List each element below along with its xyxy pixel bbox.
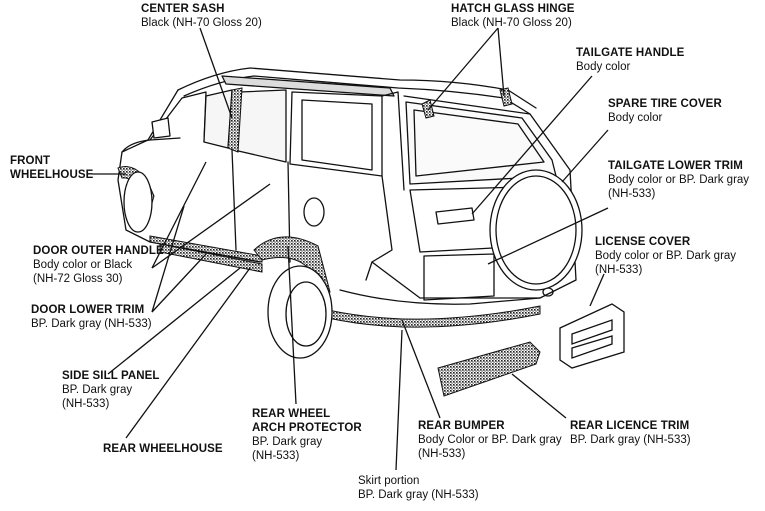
license-cover-desc-2: (NH-533)	[595, 264, 643, 276]
front-wheelhouse-title-1: FRONT	[10, 155, 51, 167]
hatch-glass-hinge-desc: Black (NH-70 Gloss 20)	[451, 17, 572, 29]
tailgate-lower-trim-desc-2: (NH-533)	[608, 188, 656, 200]
tailgate-lower-trim-desc-1: Body color or BP. Dark gray	[608, 174, 750, 186]
door-lower-trim-callout: DOOR LOWER TRIM BP. Dark gray (NH-533)	[31, 303, 152, 331]
tailgate-lower-trim-title: TAILGATE LOWER TRIM	[608, 160, 743, 172]
rear-wheel-arch-protector-callout: REAR WHEEL ARCH PROTECTOR BP. Dark gray …	[252, 407, 362, 463]
center-sash-callout: CENTER SASH Black (NH-70 Gloss 20)	[141, 2, 262, 30]
rear-bumper-skirt	[327, 305, 541, 328]
tailgate-handle-title: TAILGATE HANDLE	[576, 47, 685, 59]
hatch-glass-hinge-callout: HATCH GLASS HINGE Black (NH-70 Gloss 20)	[451, 2, 575, 30]
side-sill-panel-desc-2: (NH-533)	[62, 398, 110, 410]
tailgate-lower-trim-callout: TAILGATE LOWER TRIM Body color or BP. Da…	[608, 159, 749, 201]
side-sill-strip	[159, 243, 263, 273]
dark-trim-parts	[117, 87, 541, 397]
rear-bumper-title: REAR BUMPER	[418, 420, 505, 432]
door-lower-trim-title: DOOR LOWER TRIM	[31, 304, 145, 316]
door-lower-trim-strip	[149, 235, 263, 263]
tailgate-handle-desc: Body color	[576, 61, 631, 73]
front-wheelhouse-callout: FRONT WHEELHOUSE	[10, 154, 93, 182]
front-wheel	[123, 171, 153, 233]
skirt-portion-callout: Skirt portion BP. Dark gray (NH-533)	[358, 474, 479, 502]
license-cover-part	[559, 303, 625, 369]
door-outer-handle-desc-1: Body color or Black	[33, 259, 133, 271]
rear-bumper-desc-2: (NH-533)	[418, 448, 466, 460]
door-outer-handle-desc-2: (NH-72 Gloss 30)	[33, 273, 123, 285]
rear-wheel-arch-protector-desc-1: BP. Dark gray	[252, 436, 323, 448]
rear-wheel-arch-protector-title-1: REAR WHEEL	[252, 408, 331, 420]
rear-bumper-callout: REAR BUMPER Body Color or BP. Dark gray …	[418, 419, 562, 461]
door-outer-handle-title: DOOR OUTER HANDLE	[33, 245, 164, 257]
center-sash-trim	[227, 87, 243, 153]
skirt-portion-label: Skirt portion	[358, 475, 420, 487]
rear-licence-trim-title: REAR LICENCE TRIM	[570, 420, 690, 432]
hatch-glass-hinge-title: HATCH GLASS HINGE	[451, 3, 575, 15]
suv-body	[117, 67, 577, 305]
rear-licence-trim-desc: BP. Dark gray (NH-533)	[570, 434, 691, 446]
license-cover-title: LICENSE COVER	[595, 236, 691, 248]
spare-tire-cover-desc: Body color	[608, 112, 663, 124]
rear-wheelhouse-title: REAR WHEELHOUSE	[103, 443, 223, 455]
side-sill-panel-title: SIDE SILL PANEL	[62, 370, 160, 382]
spare-tire-cover-title: SPARE TIRE COVER	[608, 98, 722, 110]
center-sash-desc: Black (NH-70 Gloss 20)	[141, 17, 262, 29]
spare-tire	[489, 169, 583, 291]
tailgate-handle-callout: TAILGATE HANDLE Body color	[576, 46, 684, 74]
door-lower-trim-desc: BP. Dark gray (NH-533)	[31, 318, 152, 330]
side-sill-panel-desc-1: BP. Dark gray	[62, 384, 133, 396]
rear-wheel-arch-protector-desc-2: (NH-533)	[252, 450, 300, 462]
rear-licence-trim-callout: REAR LICENCE TRIM BP. Dark gray (NH-533)	[570, 419, 691, 447]
license-cover-callout: LICENSE COVER Body color or BP. Dark gra…	[595, 235, 736, 277]
side-sill-panel-callout: SIDE SILL PANEL BP. Dark gray (NH-533)	[62, 369, 160, 411]
rear-wheel-arch-protector-title-2: ARCH PROTECTOR	[252, 422, 362, 434]
door-outer-handle-callout: DOOR OUTER HANDLE Body color or Black (N…	[33, 244, 164, 286]
license-cover-desc-1: Body color or BP. Dark gray	[595, 250, 737, 262]
rear-bumper-desc-1: Body Color or BP. Dark gray	[418, 434, 562, 446]
wheels	[123, 169, 583, 359]
leader-lines	[92, 27, 609, 471]
spare-tire-cover-callout: SPARE TIRE COVER Body color	[608, 97, 722, 125]
rear-licence-trim-part	[437, 341, 541, 397]
center-sash-title: CENTER SASH	[141, 3, 225, 15]
hatch-hinge-right	[499, 87, 513, 107]
rear-wheelhouse-callout: REAR WHEELHOUSE	[103, 442, 223, 456]
front-wheelhouse-title-2: WHEELHOUSE	[10, 169, 94, 181]
skirt-portion-desc: BP. Dark gray (NH-533)	[358, 489, 479, 501]
